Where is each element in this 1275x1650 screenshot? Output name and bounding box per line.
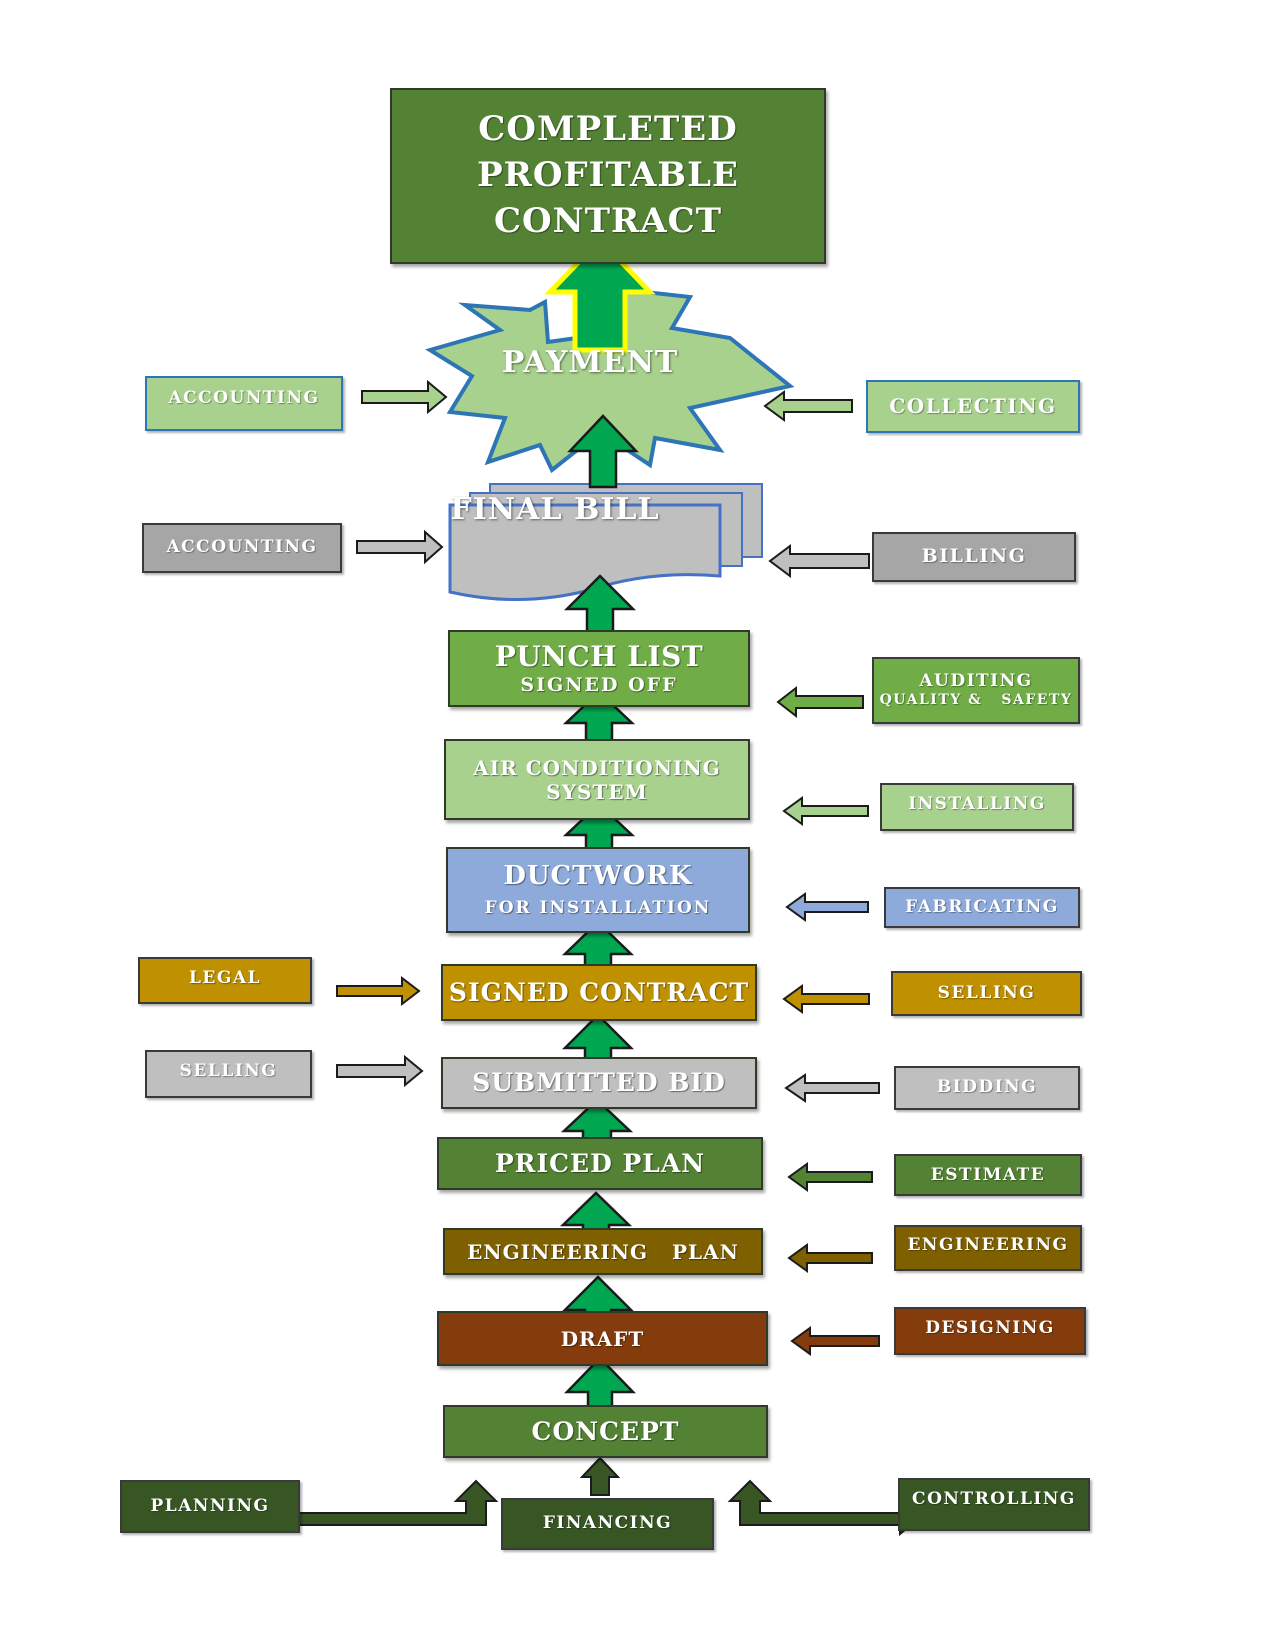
accounting-payment-label: ACCOUNTING [168, 388, 320, 408]
fabricating-arrow [785, 892, 869, 922]
left-input-arrows [336, 379, 448, 1088]
billing-box: BILLING [872, 532, 1076, 582]
accounting-payment-box: ACCOUNTING [145, 376, 343, 431]
selling-right-label: SELLING [937, 982, 1036, 1003]
financing-box: FINANCING [501, 1498, 714, 1550]
legal-box: LEGAL [138, 957, 312, 1004]
installing-box: INSTALLING [880, 783, 1074, 831]
selling-left-arrow [336, 1054, 424, 1088]
concept-label: CONCEPT [531, 1416, 680, 1446]
final-bill-document-stack [448, 483, 763, 601]
ductwork-title: DUCTWORK [503, 861, 693, 892]
quality-safety-label: QUALITY & SAFETY [879, 692, 1073, 709]
accounting-bill-label: ACCOUNTING [166, 537, 318, 558]
punch-list-title: PUNCH LIST [494, 640, 704, 674]
submitted-bid-box: SUBMITTED BID [441, 1057, 757, 1109]
flow-arrow-up [567, 414, 639, 489]
signed-contract-box: SIGNED CONTRACT [441, 964, 757, 1021]
installing-arrow [782, 796, 869, 826]
draft-box: DRAFT [437, 1311, 768, 1366]
engineering-plan-box: ENGINEERING PLAN [443, 1228, 763, 1275]
collecting-box: COLLECTING [866, 380, 1080, 433]
right-input-arrows [763, 390, 880, 1356]
ductwork-box: DUCTWORK FOR INSTALLATION [446, 847, 750, 933]
designing-label: DESIGNING [925, 1318, 1055, 1338]
engineering-plan-label: ENGINEERING PLAN [467, 1239, 739, 1264]
auditing-box: AUDITING QUALITY & SAFETY [872, 657, 1080, 724]
goal-line-1: COMPLETED [478, 109, 738, 150]
financing-label: FINANCING [542, 1513, 673, 1534]
air-conditioning-title: AIR CONDITIONING [473, 755, 721, 780]
collecting-arrow [763, 390, 853, 422]
legal-arrow [336, 975, 421, 1007]
auditing-label: AUDITING [919, 671, 1033, 692]
goal-line-2: PROFITABLE [477, 155, 739, 196]
collecting-label: COLLECTING [889, 394, 1057, 418]
priced-plan-box: PRICED PLAN [437, 1137, 763, 1190]
billing-arrow [768, 544, 870, 578]
air-conditioning-subtitle: SYSTEM [546, 779, 648, 804]
engineering-arrow [787, 1243, 873, 1273]
selling-left-label: SELLING [179, 1061, 278, 1081]
selling-left-box: SELLING [145, 1050, 312, 1098]
installing-label: INSTALLING [908, 794, 1046, 814]
controlling-arrow [727, 1479, 920, 1537]
engineering-label: ENGINEERING [907, 1235, 1069, 1255]
bidding-box: BIDDING [894, 1066, 1080, 1110]
goal-line-3: CONTRACT [493, 200, 723, 241]
fabricating-box: FABRICATING [884, 887, 1080, 928]
submitted-bid-label: SUBMITTED BID [472, 1068, 726, 1097]
signed-contract-label: SIGNED CONTRACT [448, 977, 750, 1007]
draft-label: DRAFT [560, 1326, 645, 1351]
designing-box: DESIGNING [894, 1307, 1086, 1355]
accounting-bill-arrow [356, 529, 444, 565]
payment-label: PAYMENT [501, 345, 679, 380]
planning-box: PLANNING [120, 1480, 300, 1533]
legal-label: LEGAL [188, 968, 262, 988]
ductwork-subtitle: FOR INSTALLATION [484, 898, 712, 919]
auditing-arrow [776, 685, 864, 719]
planning-arrow [292, 1479, 499, 1526]
punch-list-subtitle: SIGNED OFF [520, 673, 678, 696]
estimate-arrow [787, 1162, 873, 1192]
financing-arrow [579, 1456, 621, 1496]
bidding-label: BIDDING [936, 1077, 1038, 1098]
engineering-box: ENGINEERING [894, 1225, 1082, 1271]
selling-right-box: SELLING [891, 971, 1082, 1016]
bidding-arrow [784, 1073, 880, 1103]
concept-box: CONCEPT [443, 1405, 768, 1458]
estimate-label: ESTIMATE [930, 1165, 1046, 1185]
priced-plan-label: PRICED PLAN [494, 1148, 706, 1178]
goal-arrow [544, 236, 656, 353]
fabricating-label: FABRICATING [905, 896, 1059, 917]
completed-profitable-contract-box: COMPLETED PROFITABLE CONTRACT [390, 88, 826, 264]
estimate-box: ESTIMATE [894, 1154, 1082, 1196]
punch-list-box: PUNCH LIST SIGNED OFF [448, 630, 750, 707]
designing-arrow [790, 1326, 880, 1356]
controlling-label: CONTROLLING [912, 1489, 1076, 1509]
air-conditioning-box: AIR CONDITIONING SYSTEM [444, 739, 750, 820]
accounting-payment-arrow [361, 379, 448, 415]
planning-label: PLANNING [150, 1495, 270, 1516]
selling-right-arrow [782, 984, 870, 1014]
billing-label: BILLING [921, 545, 1027, 568]
controlling-box: CONTROLLING [898, 1478, 1090, 1531]
final-bill-label: FINAL BILL [450, 492, 660, 527]
accounting-bill-box: ACCOUNTING [142, 523, 342, 573]
